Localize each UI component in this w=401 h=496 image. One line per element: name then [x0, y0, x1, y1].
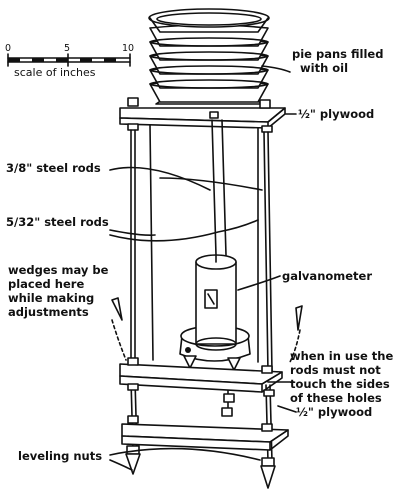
- bottom-plywood: [121, 407, 289, 451]
- label-when-in-use-4: of these holes: [290, 391, 382, 405]
- leader-lines: [109, 65, 301, 471]
- label-wedges-2: placed here: [8, 277, 84, 291]
- wedges: [111, 297, 303, 331]
- scale-tick-0: 0: [5, 43, 11, 54]
- label-steel-rods-thick: 3/8" steel rods: [6, 161, 101, 175]
- label-pie-pans-1: pie pans filled: [292, 47, 383, 61]
- label-wedges-1: wedges may be: [8, 263, 109, 277]
- leveling-nuts: [125, 445, 276, 489]
- label-plywood-bottom: ½" plywood: [296, 405, 372, 419]
- label-when-in-use-2: rods must not: [290, 363, 381, 377]
- label-when-in-use-1: when in use the: [290, 349, 393, 363]
- scale-tick-5: 5: [64, 43, 70, 54]
- label-wedges-3: while making: [8, 291, 94, 305]
- label-galvanometer: galvanometer: [282, 269, 372, 283]
- label-wedges-4: adjustments: [8, 305, 89, 319]
- middle-plywood: [119, 357, 283, 403]
- label-leveling-nuts: leveling nuts: [18, 449, 102, 463]
- label-plywood-top: ½" plywood: [298, 107, 374, 121]
- top-plywood: [119, 97, 286, 133]
- scale-tick-10: 10: [122, 43, 134, 54]
- label-when-in-use-3: touch the sides: [290, 377, 390, 391]
- labels: pie pans filled with oil ½" plywood 3/8"…: [6, 47, 393, 463]
- label-steel-rods-thin: 5/32" steel rods: [6, 215, 109, 229]
- pie-pans: [148, 8, 270, 105]
- label-pie-pans-2: with oil: [300, 61, 348, 75]
- scale-bar: 0 5 10 scale of inches: [5, 43, 134, 79]
- scale-caption: scale of inches: [14, 66, 96, 79]
- galvanometer: [179, 254, 251, 371]
